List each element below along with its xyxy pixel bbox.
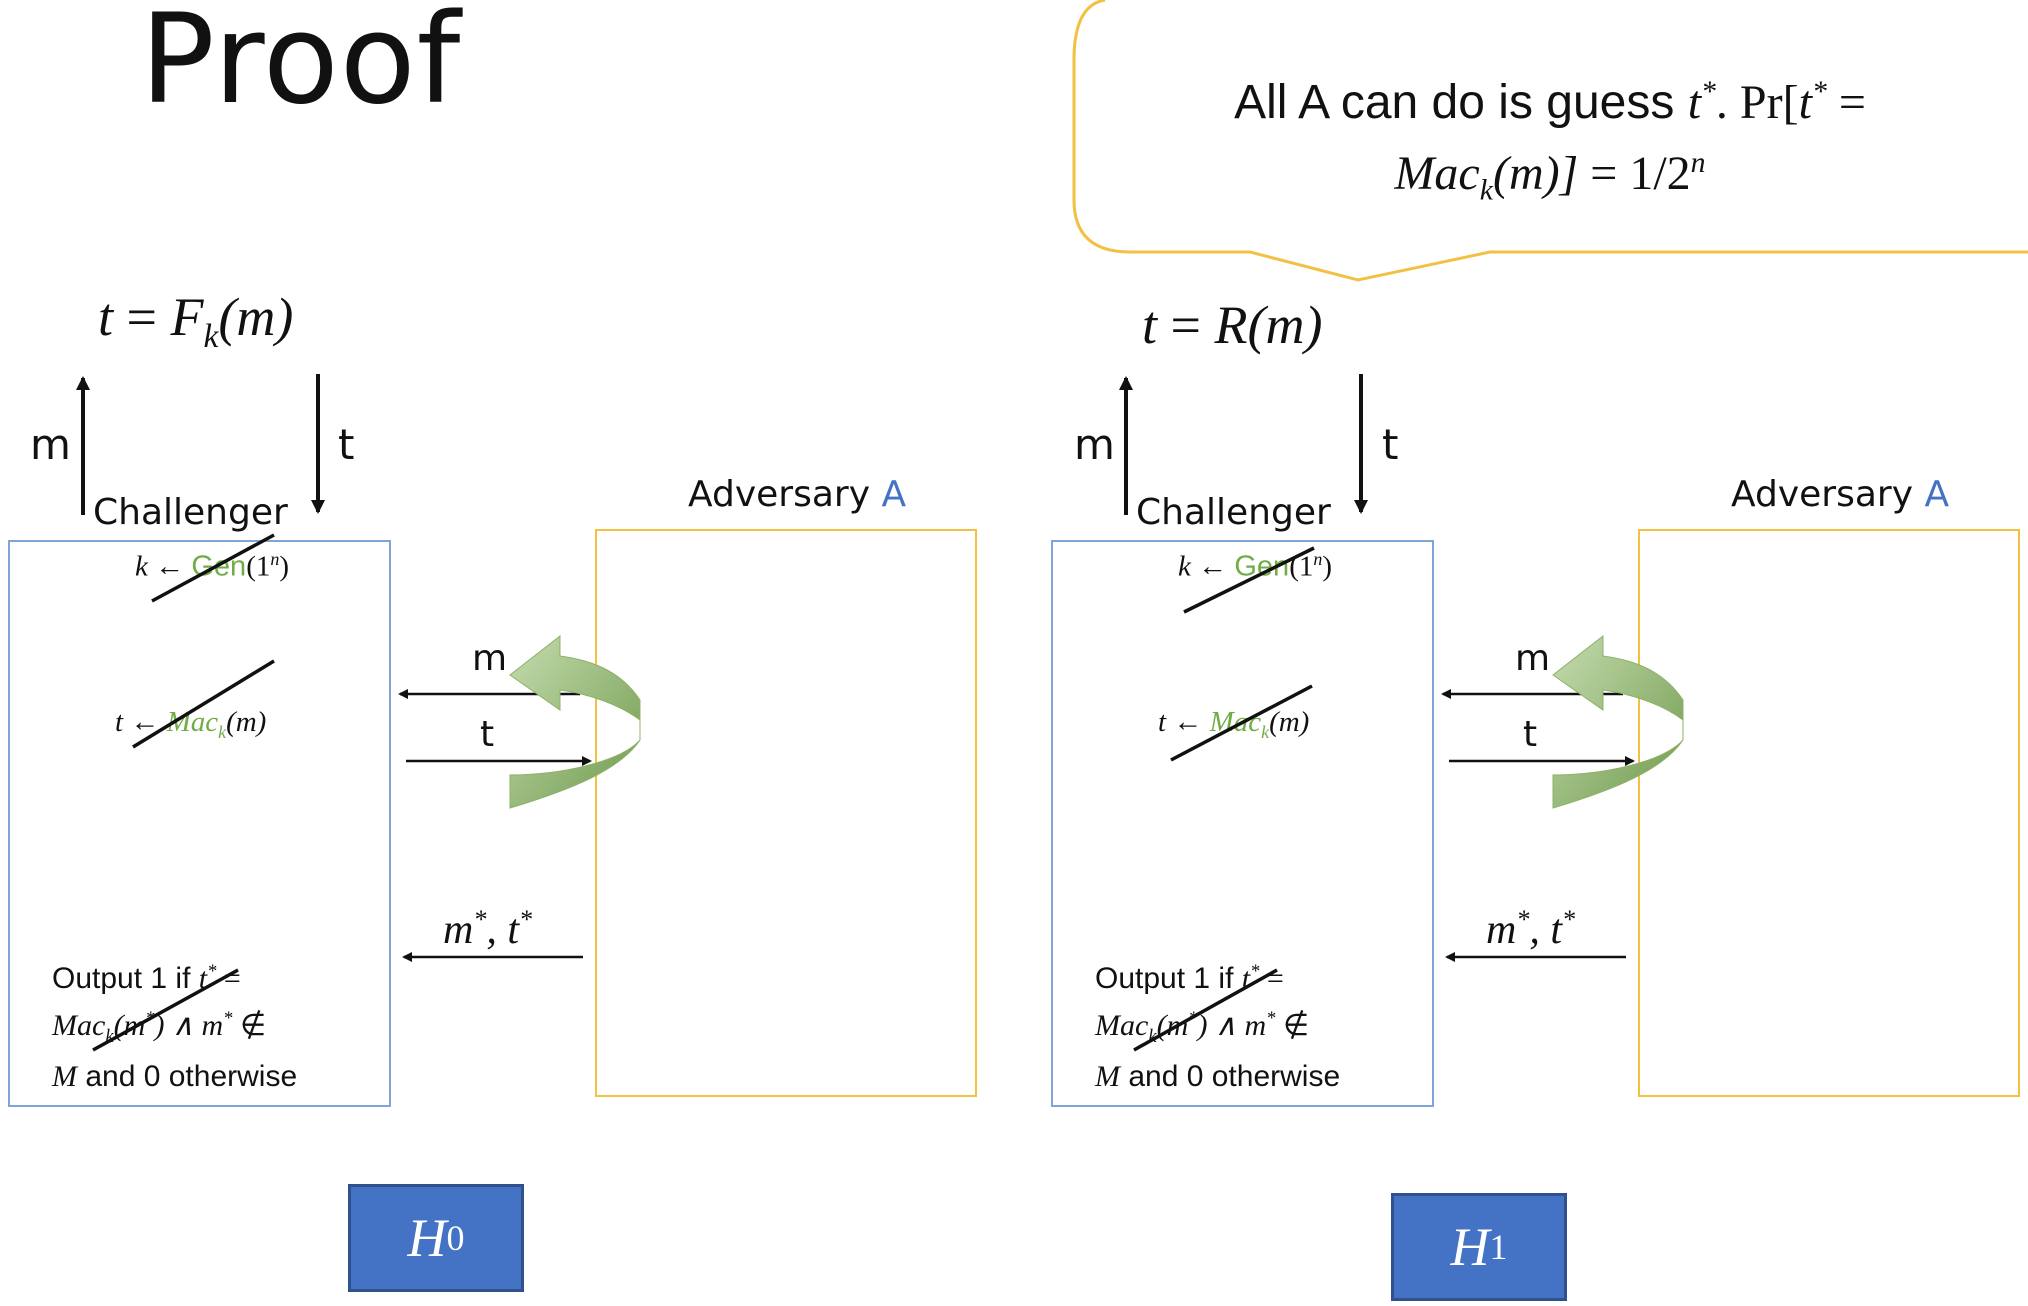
- h1-arrows: [1119, 374, 1684, 1052]
- h1-gen-step: k ← Gen(1n): [1178, 549, 1333, 583]
- h0-query-m-label: m: [472, 638, 508, 679]
- h0-gen-step: k ← Gen(1n): [135, 549, 290, 583]
- h0-gen-strike: [151, 533, 275, 603]
- h1-adversary-label: Adversary A: [1731, 474, 1950, 515]
- h1-output-strike: [1133, 968, 1278, 1052]
- h0-arrows: [76, 374, 641, 1052]
- h0-output-strike: [92, 968, 239, 1052]
- h1-mac-strike: [1170, 684, 1313, 762]
- h1-challenger-box: [1051, 540, 1434, 1107]
- h1-down-label: t: [1382, 420, 1399, 469]
- h0-challenger-box: [8, 540, 391, 1107]
- h1-forgery-label: m*, t*: [1486, 905, 1576, 953]
- h1-challenger-label: Challenger: [1136, 492, 1331, 533]
- h1-adversary-box: [1638, 529, 2020, 1097]
- h1-mac-step: t ← Mack(m): [1158, 706, 1310, 742]
- h0-output-rule: Output 1 if t* = Mack(m*) ∧ m* ∉ M and 0…: [52, 961, 298, 1093]
- h0-query-t-label: t: [480, 714, 495, 755]
- h1-gen-strike: [1183, 546, 1315, 614]
- h0-mac-strike: [132, 659, 275, 749]
- callout-text: All A can do is guess t*. Pr[t* = Mack(m…: [1234, 75, 1866, 207]
- h0-up-label: m: [30, 420, 71, 469]
- h0-challenger-label: Challenger: [93, 492, 288, 533]
- h0-adversary-box: [595, 529, 977, 1097]
- h1-equation: t = R(m): [1142, 295, 1323, 355]
- h1-up-label: m: [1074, 420, 1115, 469]
- h0-curved-arrow: [509, 634, 641, 809]
- h1-query-t-label: t: [1523, 714, 1538, 755]
- h0-equation: t = Fk(m): [98, 287, 294, 355]
- h1-curved-arrow: [1552, 634, 1684, 809]
- h0-down-label: t: [338, 420, 355, 469]
- h0-adversary-label: Adversary A: [688, 474, 907, 515]
- slide-title: Proof: [140, 0, 462, 132]
- h0-forgery-label: m*, t*: [443, 905, 533, 953]
- h1-query-m-label: m: [1515, 638, 1551, 679]
